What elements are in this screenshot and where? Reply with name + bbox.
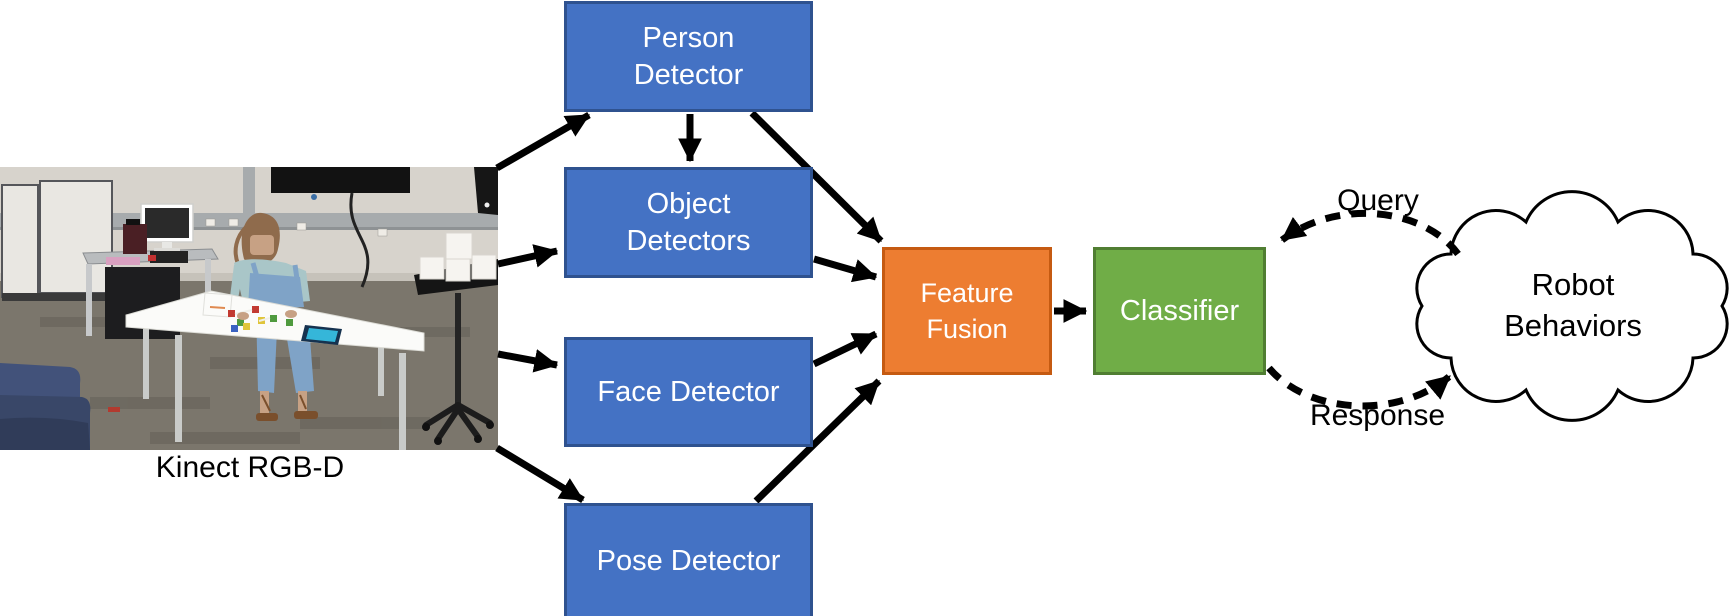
query-arrow (1279, 210, 1461, 257)
query-label: Query (1337, 184, 1419, 217)
arrow-face-to-feature-fusion (812, 330, 878, 368)
photo-toy-blocks (228, 306, 293, 332)
pose-detector-node: Pose Detector (564, 503, 813, 616)
object-detectors-node: Object Detectors (564, 167, 813, 278)
arrow-image-to-face-detector (497, 349, 559, 373)
robot-behaviors-label-line2: Behaviors (1504, 308, 1642, 343)
pose-detector-label: Pose Detector (596, 545, 781, 577)
feature-fusion-label-line1: Feature (920, 278, 1014, 308)
object-detectors-label-line2: Detectors (626, 224, 751, 257)
classifier-label: Classifier (1119, 295, 1240, 327)
arrow-image-to-person-detector (495, 111, 591, 172)
photo-printer (150, 251, 188, 263)
person-detector-label-line2: Detector (633, 58, 744, 91)
arrow-pose-to-feature-fusion (753, 378, 882, 504)
photo-pink-book (106, 257, 140, 265)
photo-red-tower (123, 224, 147, 254)
face-detector-label: Face Detector (597, 375, 780, 408)
classifier-node: Classifier (1093, 247, 1266, 375)
person-detector-label-line1: Person (642, 21, 735, 54)
arrow-image-to-pose-detector (495, 445, 585, 503)
photo-tablet (301, 325, 342, 345)
photo-banner (474, 167, 498, 215)
photo-tv (271, 167, 410, 193)
face-detector-node: Face Detector (564, 337, 813, 447)
object-detectors-label-line1: Object (646, 187, 731, 220)
robot-behaviors-label: Robot Behaviors (1446, 264, 1700, 346)
photo-partition (1, 180, 113, 301)
robot-behaviors-label-line1: Robot (1531, 267, 1615, 302)
arrow-image-to-object-detectors (497, 244, 559, 268)
photo-box-stand (414, 232, 498, 445)
photo-monitor (140, 203, 194, 252)
photo-tv-cable (349, 192, 370, 288)
feature-fusion-node: Feature Fusion (882, 247, 1052, 375)
photo-couch (0, 363, 91, 450)
robot-behaviors-cloud (1415, 190, 1729, 422)
response-label: Response (1309, 399, 1446, 432)
photo-wall-strip (243, 167, 255, 217)
photo-person (230, 212, 318, 421)
feature-fusion-label-line2: Fusion (926, 314, 1008, 344)
photo-outlets (205, 218, 388, 237)
arrow-object-to-feature-fusion (813, 255, 878, 283)
person-detector-node: Person Detector (564, 1, 813, 112)
arrow-person-to-feature-fusion (749, 110, 884, 244)
kinect-photo (0, 167, 498, 450)
kinect-caption: Kinect RGB-D (155, 451, 345, 484)
